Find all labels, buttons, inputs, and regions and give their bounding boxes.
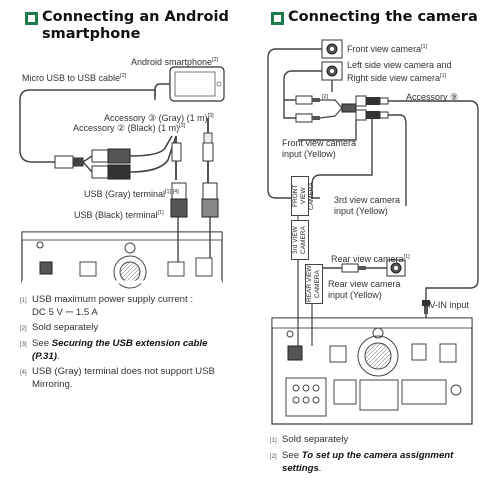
section-icon [25,12,38,25]
rear-camera-label: Rear view camera[1] [331,254,410,264]
camera-heading: Connecting the camera [288,9,478,25]
head-unit-right [271,230,473,425]
usb-cable-link[interactable]: Securing the USB extension cable [51,338,208,349]
ref-2-label: [2] [322,94,329,100]
right-note-1: [1]Sold separately [270,434,349,445]
accessory-3-label: Accessory ③ (Gray) (1 m)[3] [104,113,214,123]
camera-cables [267,48,333,199]
android-heading: Connecting an Android smartphone [42,9,229,43]
android-label: Android smartphone[2] [131,57,219,67]
front-camera-illustration [321,39,343,59]
page-ref-link[interactable]: (P.31) [32,351,57,362]
usb-black-terminal-label: USB (Black) terminal[1] [74,210,164,220]
note-1-cont: DC 5 V ⎓ 1.5 A [32,307,98,318]
usb-terminals [170,182,219,232]
usb-gray-terminal-label: USB (Gray) terminal[1] [4] [84,189,179,199]
note-2: [2]Sold separately [20,322,99,333]
note-3-cont: (P.31). [32,351,60,362]
camera-assignment-link[interactable]: To set up the camera assignment [301,450,454,461]
micro-usb-label: Micro USB to USB cable[2] [22,73,127,83]
right-note-2: [2]See To set up the camera assignment [270,450,454,461]
note-4: [4]USB (Gray) terminal does not support … [20,366,215,377]
av-in-input-label: AV-IN input [424,300,469,310]
micro-usb-cable [19,83,170,163]
android-phone-illustration [169,66,225,102]
accessory-9-cables [298,100,479,289]
right-note-2-cont: settings. [282,463,322,474]
front-camera-input-label: Front view camera input (Yellow) [282,138,357,159]
rca-connectors [295,95,389,123]
left-notes: [1]USB maximum power supply current : DC… [20,294,250,391]
note-3: [3]See Securing the USB extension cable [20,338,208,349]
side-camera-label: Left side view camera and Right side vie… [347,60,452,83]
head-unit-left [21,231,223,289]
section-icon [271,12,284,25]
note-4-cont: Mirroring. [32,379,73,390]
right-notes: [1]Sold separately [2]See To set up the … [270,434,495,475]
rear-camera-input-label: Rear view camera input (Yellow) [328,279,401,300]
heading-line-2: smartphone [42,26,141,42]
camera-settings-link[interactable]: settings [282,463,319,474]
accessory-cables [82,118,214,185]
third-camera-input-label: 3rd view camera input (Yellow) [334,195,401,216]
accessory-9-label: Accessory ⑨ [406,92,459,102]
front-camera-label: Front view camera[1] [347,44,428,54]
note-1: [1]USB maximum power supply current : [20,294,194,305]
heading-line-1: Connecting an Android [42,9,229,25]
side-camera-illustration [321,61,343,81]
accessory-2-label: Accessory ② (Black) (1 m)[3] [73,123,186,133]
